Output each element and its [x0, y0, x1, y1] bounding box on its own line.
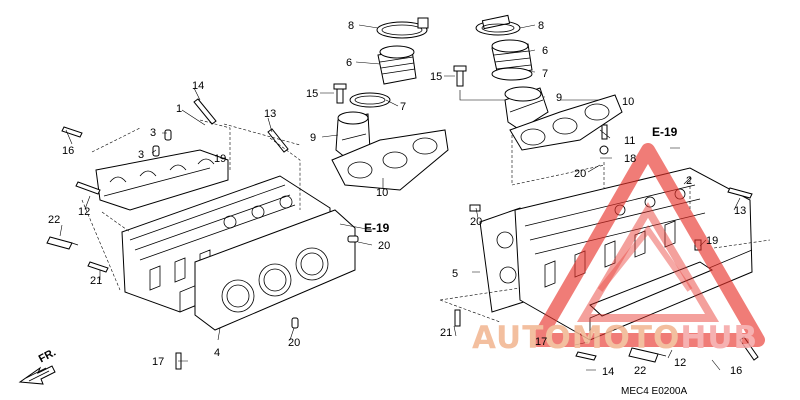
label-19-right: 19: [706, 235, 718, 247]
label-1-left: 1: [176, 103, 182, 115]
label-9-left: 9: [310, 132, 316, 144]
left-intake-components: [320, 17, 449, 191]
left-cylinder-head-assembly: [46, 87, 373, 370]
leader-lines-right-intake: [444, 75, 505, 101]
label-20-left-a: 20: [378, 240, 390, 252]
label-12-right: 12: [674, 357, 686, 369]
gasket-10-left: [331, 129, 449, 191]
insulator-6-left: [377, 45, 417, 85]
label-8-right: 8: [538, 20, 544, 32]
label-3-left-a: 3: [150, 127, 156, 139]
label-11-right: 11: [624, 135, 635, 147]
camshaft-holder: [95, 149, 229, 211]
label-10-left: 10: [376, 187, 388, 199]
guide-lines-right: [439, 130, 771, 323]
label-21-right: 21: [440, 327, 452, 339]
insulator-9-left: [335, 111, 371, 159]
label-2-right: 2: [686, 175, 692, 187]
front-direction-arrow: [18, 365, 56, 385]
guide-lines-left: [81, 119, 301, 291]
hose-clamp-8-right: [475, 14, 521, 36]
bolt-15-left: [333, 83, 347, 104]
label-20-left-b: 20: [288, 337, 300, 349]
label-22-left: 22: [48, 214, 60, 226]
hose-clamp-8-left: [376, 17, 429, 39]
watermark-triangle-logo: [531, 143, 765, 347]
bolt-15-right: [453, 65, 467, 87]
label-16-right: 16: [730, 365, 742, 377]
label-15-right: 15: [430, 71, 442, 83]
reference-e19-left: E-19: [364, 221, 390, 235]
front-direction-label: FR.: [37, 346, 58, 365]
spark-plug-left: [46, 236, 79, 250]
label-4-left: 4: [214, 347, 220, 359]
label-20-right-a: 20: [574, 168, 586, 180]
label-15-left: 15: [306, 88, 318, 100]
spark-plug-right: [628, 347, 667, 363]
label-8-left: 8: [348, 20, 354, 32]
right-intake-components: [444, 14, 623, 151]
label-17-left: 17: [152, 356, 164, 368]
label-19-left: 19: [214, 153, 226, 165]
reference-e19-right: E-19: [652, 125, 678, 139]
label-14-left: 14: [192, 80, 204, 92]
label-3-left-b: 3: [138, 149, 144, 161]
head-gasket-left: [194, 209, 356, 331]
label-9-right: 9: [556, 92, 562, 104]
label-12-left: 12: [78, 206, 90, 218]
hose-clamp-7-left: [349, 92, 391, 108]
cylinder-head-right: [514, 167, 753, 341]
label-14-right: 14: [602, 366, 614, 378]
label-16-left: 16: [62, 145, 74, 157]
label-5-right: 5: [452, 268, 458, 280]
automotohub-watermark: AUTOMOTOHUB: [472, 143, 765, 356]
gasket-10-right: [509, 94, 623, 151]
watermark-text: AUTOMOTOHUB: [472, 320, 758, 356]
label-21-left: 21: [90, 275, 102, 287]
watermark-text-hub: HUB: [680, 320, 758, 356]
leader-lines-left-intake: [320, 24, 399, 188]
hose-clamp-7-right: [491, 67, 533, 81]
label-18-right: 18: [624, 153, 636, 165]
label-20-right-b: 20: [470, 216, 482, 228]
diagram-code: MEC4 E0200A: [621, 386, 687, 397]
label-22-right: 22: [634, 365, 646, 377]
label-10-right: 10: [622, 96, 634, 108]
label-13-left: 13: [264, 108, 276, 120]
watermark-text-automoto: AUTOMOTO: [472, 320, 680, 356]
label-7-right: 7: [542, 68, 548, 80]
right-cylinder-head-assembly: [439, 24, 771, 371]
label-6-left: 6: [346, 57, 352, 69]
label-17-right: 17: [535, 336, 547, 348]
callout-labels: 1 2 3 3 4 5 6 6 7 7 8 8 9 9 10 10 11 12 …: [37, 20, 747, 397]
insulator-6-right: [491, 39, 533, 77]
label-13-right: 13: [734, 205, 746, 217]
leader-lines-left: [59, 87, 373, 362]
label-7-left: 7: [400, 101, 406, 113]
label-6-right: 6: [542, 45, 548, 57]
dowel-pins-left: [152, 129, 359, 329]
